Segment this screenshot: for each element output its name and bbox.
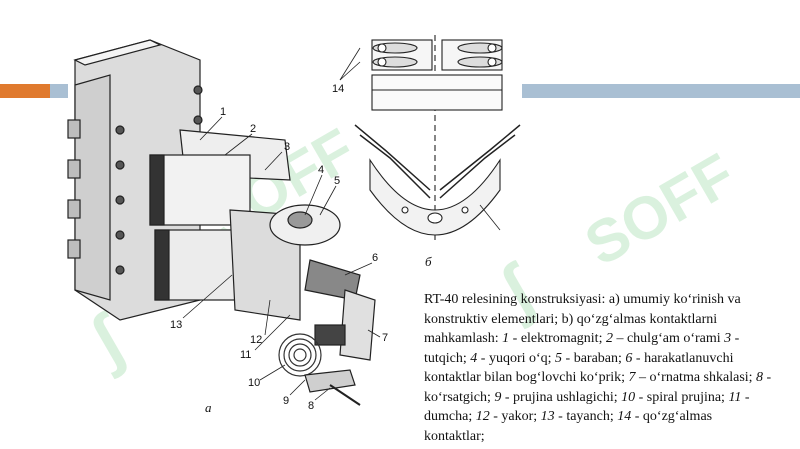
spiral-spring <box>278 333 322 377</box>
caption-item-text: - elektromagnit; <box>509 331 606 346</box>
label-3: 3 <box>284 141 290 153</box>
label-5: 5 <box>334 175 340 187</box>
pointer <box>329 384 361 406</box>
figure-a-sublabel: а <box>205 400 212 415</box>
caption-item-text: – oʻrnatma shkalasi; <box>635 370 757 385</box>
caption-item-text: - yakor; <box>489 409 541 424</box>
caption-item-number: 12 <box>475 409 490 424</box>
caption-item-text: - baraban; <box>562 350 626 366</box>
spring-holder <box>304 369 356 393</box>
caption-item-text: - harakatlanuvchi kontaktlar bilan bogʻl… <box>424 350 734 386</box>
caption-item-text: - tutqich; <box>424 331 740 366</box>
label-4: 4 <box>318 164 324 176</box>
accent-bar-blue-right <box>522 84 800 98</box>
caption-item-number: 4 <box>470 350 478 366</box>
label-6: 6 <box>372 252 378 264</box>
caption-item-number: 11 <box>728 389 742 405</box>
accent-bar-blue-left <box>50 84 68 98</box>
contact-base <box>371 74 503 111</box>
caption-item-text: - tayanch; <box>554 409 618 424</box>
caption-item-number: 3 <box>724 331 732 346</box>
figure-caption: RT-40 relesining konstruksiyasi: a) umum… <box>424 290 776 446</box>
caption-item-text: – chulgʻam oʻrami <box>612 331 725 346</box>
caption-item-text: - yuqori oʻq; <box>477 350 556 366</box>
caption-item-number: 9 <box>494 389 502 405</box>
caption-item-number: 5 <box>555 350 563 366</box>
caption-item-number: 10 <box>621 389 636 405</box>
caption-item-number: 7 <box>628 370 636 385</box>
accent-bar-orange <box>0 84 50 98</box>
relay-general-view-figure: 1 2 3 4 5 6 7 8 9 10 11 12 13 а <box>67 39 388 415</box>
caption-item-text: - dumcha; <box>424 389 750 425</box>
caption-item-number: 2 <box>605 331 613 346</box>
figure-b-sublabel: б <box>425 254 432 269</box>
label-10: 10 <box>248 377 260 389</box>
label-13: 13 <box>170 319 182 331</box>
caption-item-number: 8 <box>756 370 764 385</box>
caption-intro: RT-40 relesining konstruksiyasi: a) umum… <box>424 292 741 346</box>
caption-item-text: - koʻrsatgich; <box>424 370 772 405</box>
label-8: 8 <box>308 400 314 412</box>
caption-item-number: 14 <box>617 409 632 424</box>
caption-item-text: - qoʻzgʻalmas kontaktlar; <box>424 409 713 444</box>
label-7: 7 <box>382 332 388 344</box>
arc-holder <box>369 158 501 236</box>
watermark-logo-2: SOFF <box>573 140 747 279</box>
label-1: 1 <box>220 106 226 118</box>
caption-items: 1 - elektromagnit; 2 – chulgʻam oʻrami 3… <box>424 331 771 444</box>
fixed-contacts-figure: 14 б <box>332 35 521 269</box>
caption-item-text: - spiral prujina; <box>635 389 729 405</box>
caption-item-number: 1 <box>502 331 510 346</box>
label-14: 14 <box>332 83 344 95</box>
caption-item-number: 6 <box>625 350 633 366</box>
caption-item-number: 13 <box>540 409 555 424</box>
label-11: 11 <box>240 349 251 361</box>
caption-item-text: - prujina ushlagichi; <box>501 389 622 405</box>
label-9: 9 <box>283 395 289 407</box>
label-2: 2 <box>250 123 256 135</box>
label-12: 12 <box>250 334 262 346</box>
